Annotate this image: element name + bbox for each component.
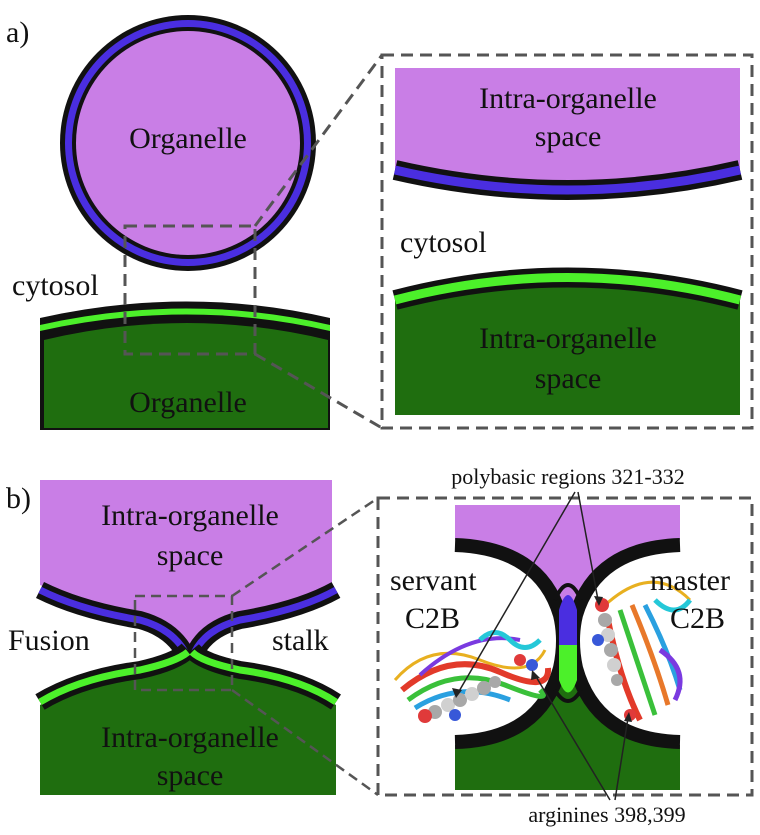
cytosol-label: cytosol <box>12 269 99 302</box>
organelle-top-label: Organelle <box>129 122 247 155</box>
organelle-sphere <box>60 15 316 271</box>
fusion-bottom-organelle <box>35 643 341 795</box>
inset-a-top-membrane <box>392 68 743 200</box>
master-label: master <box>650 564 730 597</box>
inset-a-bottom-label-2: space <box>535 362 602 395</box>
zoom-connector-a-top <box>253 54 384 227</box>
inset-a-frame <box>380 53 754 430</box>
inset-a-cytosol-label: cytosol <box>400 226 487 259</box>
zoom-connector-b-top <box>231 496 379 598</box>
inset-a-bottom-membrane <box>392 267 743 415</box>
master-c2b-protein <box>592 580 692 722</box>
servant-c2b-label: C2B <box>405 602 460 635</box>
zoom-box-b <box>133 594 234 692</box>
fusion-top-label-1: Intra-organelle <box>101 499 279 532</box>
zoom-box-a <box>123 224 257 356</box>
polybasic-label: polybasic regions 321-332 <box>451 464 684 489</box>
servant-label: servant <box>390 564 477 597</box>
master-c2b-label: C2B <box>670 602 725 635</box>
fusion-top-organelle <box>35 480 341 664</box>
fusion-label: Fusion <box>8 624 90 657</box>
panel-a-label: a) <box>6 16 29 49</box>
organelle-bottom-label: Organelle <box>129 386 247 419</box>
fusion-top-label-2: space <box>157 539 224 572</box>
inset-a-top-label-2: space <box>535 120 602 153</box>
inset-b-stalk <box>454 505 681 790</box>
organelle-bottom <box>40 301 330 430</box>
servant-c2b-protein <box>393 630 552 723</box>
arginines-label: arginines 398,399 <box>528 802 685 827</box>
panel-b-label: b) <box>6 482 31 515</box>
fusion-bottom-label-2: space <box>157 759 224 792</box>
zoom-connector-b-bottom <box>231 688 379 797</box>
stalk-label: stalk <box>272 624 329 657</box>
fusion-bottom-label-1: Intra-organelle <box>101 721 279 754</box>
zoom-connector-a-bottom <box>254 352 383 430</box>
master-atom-cluster <box>592 598 636 721</box>
inset-a-bottom-label-1: Intra-organelle <box>479 322 657 355</box>
inset-a-top-label-1: Intra-organelle <box>479 82 657 115</box>
inset-b-frame <box>376 496 754 797</box>
annotation-leaders <box>452 491 632 801</box>
